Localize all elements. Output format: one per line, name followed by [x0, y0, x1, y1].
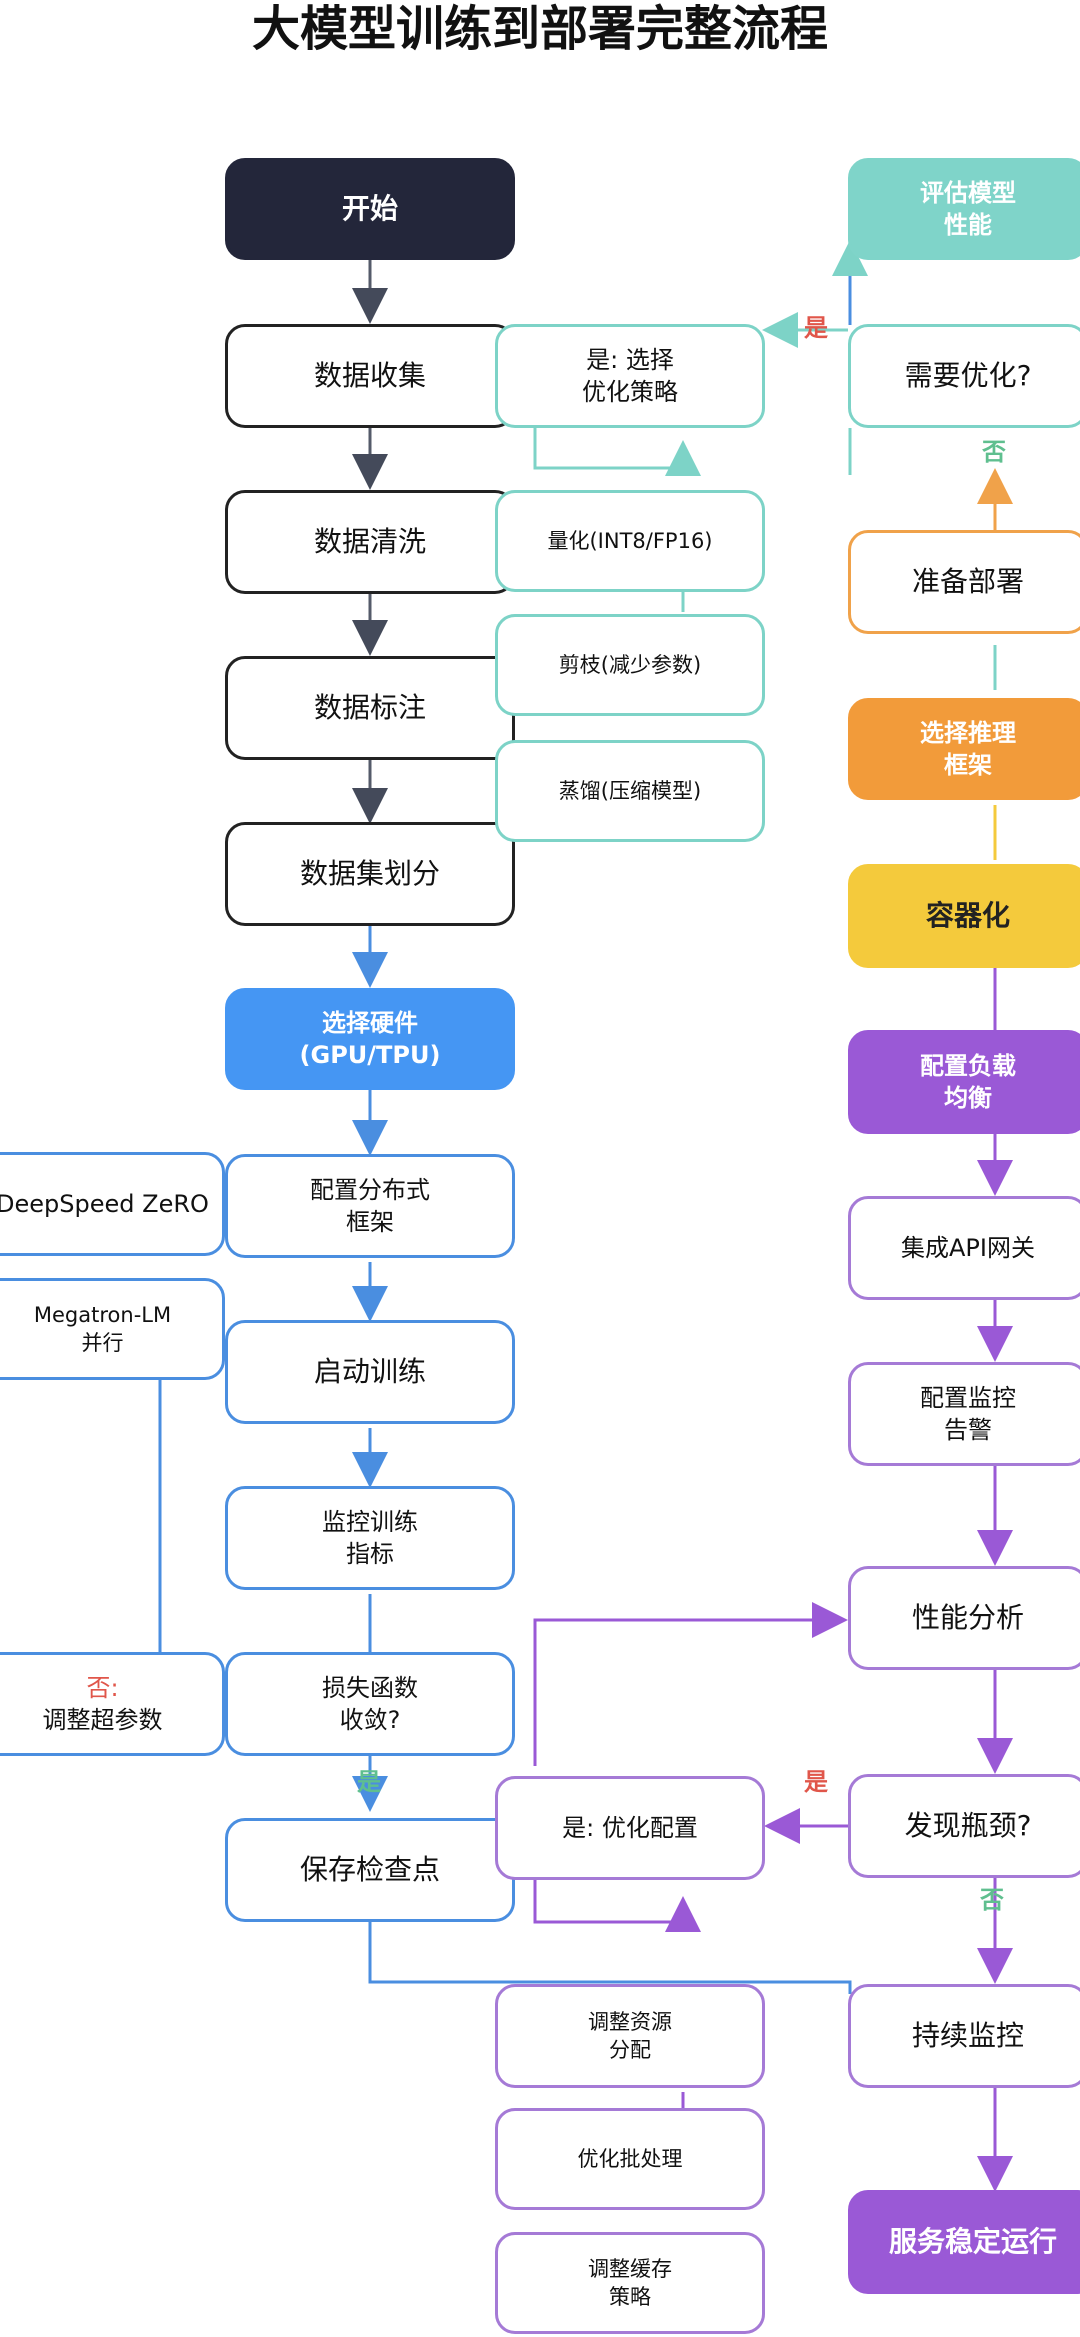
- select-inference-node: 选择推理 框架: [848, 698, 1080, 800]
- service-stable-node: 服务稳定运行: [848, 2190, 1080, 2294]
- page-title: 大模型训练到部署完整流程: [251, 1, 828, 57]
- adjust-cache-node: 调整缓存 策略: [495, 2232, 765, 2334]
- loss-converge-node: 损失函数 收敛?: [225, 1652, 515, 1756]
- data-label-node: 数据标注: [225, 656, 515, 760]
- pruning-node: 剪枝(减少参数): [495, 614, 765, 716]
- monitor-training-node: 监控训练 指标: [225, 1486, 515, 1590]
- adjust-hparams-no-prefix: 否:: [86, 1673, 119, 1702]
- adjust-resources-node: 调整资源 分配: [495, 1984, 765, 2088]
- choose-strategy-node: 是: 选择 优化策略: [495, 324, 765, 428]
- distillation-node: 蒸馏(压缩模型): [495, 740, 765, 842]
- evaluate-model-node: 评估模型 性能: [848, 158, 1080, 260]
- adjust-hparams-label: 否: 调整超参数: [43, 1672, 163, 1737]
- deepspeed-node: DeepSpeed ZeRO: [0, 1152, 225, 1256]
- data-split-node: 数据集划分: [225, 822, 515, 926]
- optimize-batch-node: 优化批处理: [495, 2108, 765, 2210]
- megatron-node: Megatron-LM 并行: [0, 1278, 225, 1380]
- need-optimize-node: 需要优化?: [848, 324, 1080, 428]
- save-checkpoint-node: 保存检查点: [225, 1818, 515, 1922]
- edge-label-yes-optimize: 是: [804, 314, 828, 342]
- edge-label-yes-loss: 是: [357, 1768, 381, 1796]
- edge-label-no-optimize: 否: [982, 438, 1006, 466]
- data-collect-node: 数据收集: [225, 324, 515, 428]
- adjust-hparams-text: 调整超参数: [42, 1706, 163, 1734]
- start-training-node: 启动训练: [225, 1320, 515, 1424]
- adjust-hparams-node: 否: 调整超参数: [0, 1652, 225, 1756]
- select-hardware-node: 选择硬件 (GPU/TPU): [225, 988, 515, 1090]
- optimize-config-node: 是: 优化配置: [495, 1776, 765, 1880]
- api-gateway-node: 集成API网关: [848, 1196, 1080, 1300]
- load-balance-node: 配置负载 均衡: [848, 1030, 1080, 1134]
- continuous-monitor-node: 持续监控: [848, 1984, 1080, 2088]
- config-distributed-node: 配置分布式 框架: [225, 1154, 515, 1258]
- find-bottleneck-node: 发现瓶颈?: [848, 1774, 1080, 1878]
- edge-label-no-bottleneck: 否: [980, 1886, 1004, 1914]
- data-clean-node: 数据清洗: [225, 490, 515, 594]
- config-alert-node: 配置监控 告警: [848, 1362, 1080, 1466]
- start-node: 开始: [225, 158, 515, 260]
- perf-analysis-node: 性能分析: [848, 1566, 1080, 1670]
- prepare-deploy-node: 准备部署: [848, 530, 1080, 634]
- edge-label-yes-bottleneck: 是: [804, 1768, 828, 1796]
- quantization-node: 量化(INT8/FP16): [495, 490, 765, 592]
- containerize-node: 容器化: [848, 864, 1080, 968]
